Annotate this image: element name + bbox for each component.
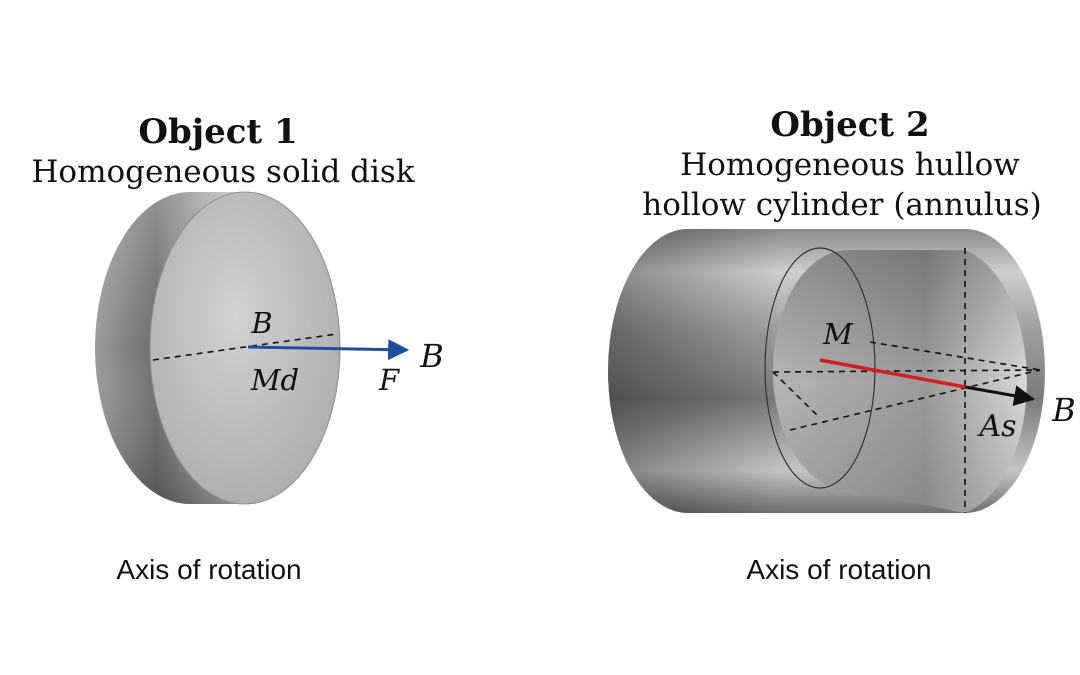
object2-subtitle-line1: Homogeneous hullow — [680, 147, 1020, 183]
cylinder-arrow-end-label-b: B — [1051, 391, 1076, 429]
disk-label-md: Md — [250, 363, 299, 397]
cylinder-label-m: M — [822, 317, 854, 351]
arrow-end-label-b: B — [419, 337, 444, 375]
cylinder-section-edge — [764, 247, 876, 489]
cylinder-label-as: As — [976, 409, 1016, 444]
axis-arrow — [964, 385, 1036, 407]
disk-label-b: B — [250, 306, 272, 340]
force-label-f: F — [378, 363, 400, 397]
object1-axis-caption: Axis of rotation — [116, 554, 301, 585]
object2-axis-caption: Axis of rotation — [746, 554, 931, 585]
object1-group: Object 1 Homogeneous solid disk B Md F B… — [31, 112, 443, 585]
cylinder-dashed-lines — [772, 248, 1041, 513]
object2-subtitle-line2: hollow cylinder (annulus) — [642, 187, 1041, 223]
disk-diameter-dashed — [152, 333, 338, 361]
radius-line — [819, 358, 966, 389]
force-arrow — [247, 339, 410, 361]
object1-title: Object 1 — [138, 112, 297, 152]
object1-subtitle: Homogeneous solid disk — [31, 154, 414, 190]
object2-group: Object 2 Homogeneous hullow hollow cylin… — [608, 105, 1076, 585]
object2-title: Object 2 — [770, 105, 929, 145]
